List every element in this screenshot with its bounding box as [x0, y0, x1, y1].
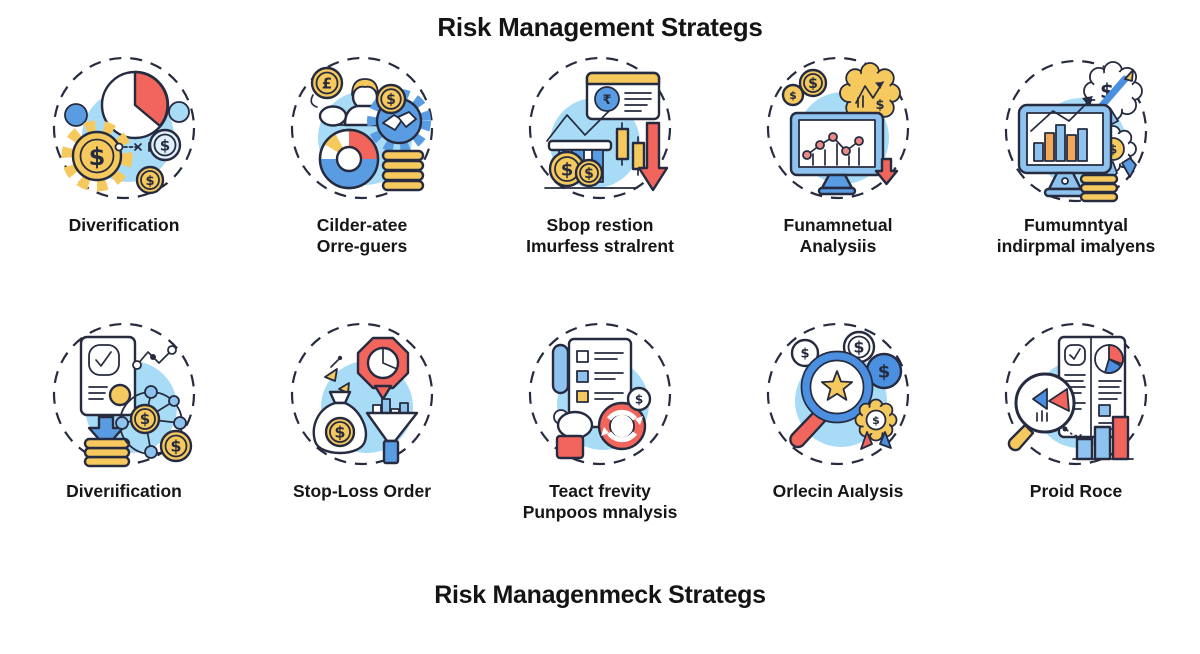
svg-text:₹: ₹ — [602, 93, 611, 108]
strategy-label: Stop-Loss Order — [292, 481, 432, 501]
svg-text:$: $ — [160, 137, 170, 155]
strategy-card: $ $ $ $ — [719, 319, 957, 531]
magnifier-report-bars-icon — [1004, 322, 1148, 466]
strategy-label: Funamnetual Analysiis — [783, 215, 893, 257]
svg-text:$: $ — [800, 347, 809, 362]
strategy-label: Cilder-atee Orre-guers — [316, 215, 408, 257]
strategy-card: $ Teact frevity Punpoos mnalysis — [481, 319, 719, 531]
monitor-growth-award-icon: $ $ — [1004, 59, 1148, 203]
magnifier-star-awards-icon: $ $ $ $ — [766, 322, 910, 466]
svg-text:$: $ — [872, 414, 880, 427]
strategy-card: $ $ Diverıification — [5, 319, 243, 531]
svg-text:£: £ — [322, 75, 332, 93]
svg-text:$: $ — [145, 174, 154, 189]
svg-text:$: $ — [386, 92, 396, 108]
svg-text:$: $ — [561, 160, 574, 181]
strategy-label: Fumumntyal indirpmal imalyens — [996, 215, 1156, 257]
checklist-hand-sync-icon: $ — [528, 322, 672, 466]
strategy-label: Diverıification — [66, 481, 182, 501]
monitor-line-chart-badge-icon: $ $ $ — [766, 56, 910, 200]
svg-text:$: $ — [878, 362, 891, 383]
svg-text:$: $ — [89, 143, 106, 171]
strategy-card: $ $ — [957, 53, 1195, 265]
strategy-card: ₹ $ $ Sbop restion Imurfess stralren — [481, 53, 719, 265]
svg-text:$: $ — [1109, 143, 1117, 157]
stop-sign-money-bag-funnel-icon: $ — [290, 322, 434, 466]
svg-text:$: $ — [808, 76, 818, 92]
svg-text:$: $ — [789, 89, 797, 102]
svg-text:$: $ — [635, 393, 643, 407]
document-network-coins-icon: $ $ — [52, 322, 196, 468]
svg-text:$: $ — [875, 98, 884, 113]
svg-text:$: $ — [853, 338, 864, 357]
page-title: Risk Management Strategs — [437, 12, 763, 42]
strategy-card: $ Stop-Loss Order — [243, 319, 481, 531]
svg-text:$: $ — [170, 437, 181, 456]
strategy-label: Orlecin Aıalysis — [772, 481, 904, 501]
footer-title: Risk Managenmeck Strategs — [434, 581, 766, 609]
strategy-card: $ $ $ Diverification — [5, 53, 243, 265]
svg-text:$: $ — [584, 166, 594, 182]
strategy-card: $ $ $ — [719, 53, 957, 265]
svg-text:$: $ — [334, 423, 345, 442]
pie-chart-gear-coins-icon: $ $ $ — [52, 56, 196, 200]
strategy-grid: $ $ $ Diverification £ — [5, 53, 1195, 531]
strategy-label: Sbop restion Imurfess stralrent — [526, 215, 674, 257]
strategy-label: Proid Roce — [1029, 481, 1123, 501]
strategy-label: Teact frevity Punpoos mnalysis — [522, 481, 678, 523]
person-handshake-allocation-icon: £ $ — [290, 56, 434, 200]
strategy-card: £ $ — [243, 53, 481, 265]
svg-text:$: $ — [140, 410, 150, 428]
strategy-label: Diverification — [68, 215, 180, 235]
strategy-card: Proid Roce — [957, 319, 1195, 531]
bank-decline-arrow-icon: ₹ $ $ — [528, 56, 672, 200]
